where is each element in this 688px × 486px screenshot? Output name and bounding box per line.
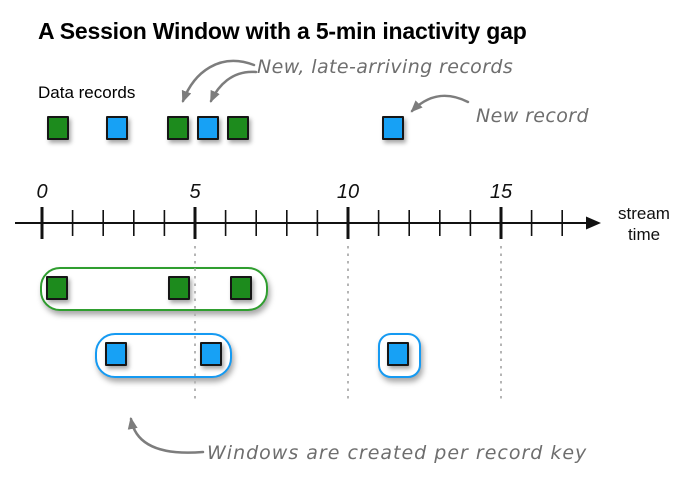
late-arriving-annotation: New, late-arriving records [257, 56, 514, 78]
record-square-blue [382, 116, 404, 140]
record-square-blue [387, 342, 409, 366]
record-square-green [230, 276, 252, 300]
record-square-blue [197, 116, 219, 140]
stream-time-label: stream time [604, 203, 684, 245]
diagram-title: A Session Window with a 5-min inactivity… [38, 18, 527, 44]
per-key-annotation: Windows are created per record key [207, 442, 588, 464]
axis-tick-label-10: 10 [336, 181, 360, 203]
new-record-annotation: New record [476, 105, 589, 127]
record-square-green [167, 116, 189, 140]
record-square-blue [200, 342, 222, 366]
axis-tick-label-15: 15 [489, 181, 513, 203]
axis-tick-label-0: 0 [36, 181, 48, 203]
data-records-label: Data records [38, 83, 136, 102]
axis-tick-label-5: 5 [189, 181, 201, 203]
record-square-blue [105, 342, 127, 366]
record-square-green [46, 276, 68, 300]
record-square-blue [106, 116, 128, 140]
record-square-green [227, 116, 249, 140]
stream-time-line2: time [627, 225, 661, 244]
record-square-green [168, 276, 190, 300]
record-square-green [47, 116, 69, 140]
stream-time-line1: stream [618, 204, 670, 223]
